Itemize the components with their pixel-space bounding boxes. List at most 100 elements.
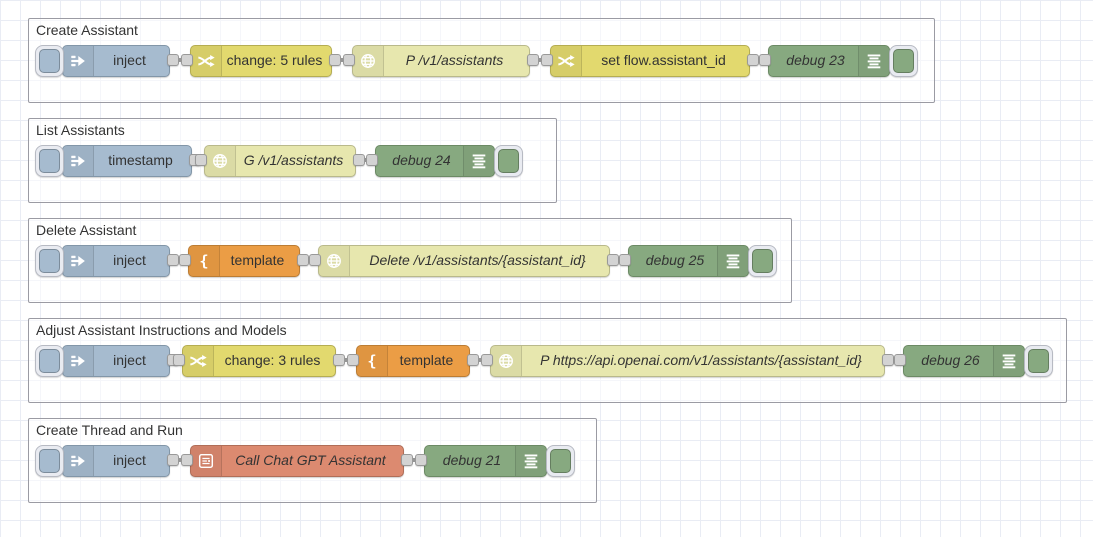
button-fill (550, 449, 571, 473)
inject-button[interactable] (35, 145, 64, 177)
shuffle-icon (551, 46, 582, 76)
button-fill (498, 149, 519, 173)
input-port[interactable] (173, 354, 185, 366)
inject-button[interactable] (35, 245, 64, 277)
button-fill (893, 49, 914, 73)
node-label: template (399, 352, 454, 368)
group-title: Create Assistant (36, 22, 138, 38)
inject-button[interactable] (35, 345, 64, 377)
button-fill (39, 449, 60, 473)
input-port[interactable] (366, 154, 378, 166)
output-port[interactable] (167, 454, 179, 466)
input-port[interactable] (195, 154, 207, 166)
node-label: inject (113, 452, 146, 468)
brace-icon: { (189, 246, 220, 276)
globe-icon (491, 346, 522, 376)
node-change-3-rules[interactable]: change: 3 rules (173, 345, 345, 377)
input-port[interactable] (181, 454, 193, 466)
node-label: set flow.assistant_id (601, 52, 726, 68)
globe-icon (319, 246, 350, 276)
svg-text:{: { (199, 252, 208, 270)
input-port[interactable] (541, 54, 553, 66)
wire[interactable] (528, 58, 550, 62)
node-delete-v1-assistants-assistant-id[interactable]: Delete /v1/assistants/{assistant_id} (309, 245, 619, 277)
input-port[interactable] (347, 354, 359, 366)
input-port[interactable] (415, 454, 427, 466)
button-fill (39, 349, 60, 373)
output-port[interactable] (353, 154, 365, 166)
node-label: change: 5 rules (226, 52, 323, 68)
debug-toggle-button[interactable] (494, 145, 523, 177)
group-title: Delete Assistant (36, 222, 137, 238)
node-label: inject (113, 352, 146, 368)
node-label: G /v1/assistants (243, 152, 344, 168)
node-label: debug 25 (645, 252, 705, 268)
input-port[interactable] (619, 254, 631, 266)
output-port[interactable] (167, 54, 179, 66)
node-template[interactable]: {template (179, 245, 309, 277)
debug-toggle-button[interactable] (889, 45, 918, 77)
node-debug-24[interactable]: debug 24 (366, 145, 523, 177)
node-timestamp[interactable]: timestamp (35, 145, 201, 177)
output-port[interactable] (607, 254, 619, 266)
debug-toggle-button[interactable] (1024, 345, 1053, 377)
node-p-v1-assistants[interactable]: P /v1/assistants (343, 45, 539, 77)
node-inject[interactable]: inject (35, 45, 179, 77)
node-label: debug 23 (786, 52, 845, 68)
button-fill (752, 249, 773, 273)
node-label: debug 21 (442, 452, 502, 468)
output-port[interactable] (167, 254, 179, 266)
node-g-v1-assistants[interactable]: G /v1/assistants (195, 145, 365, 177)
node-label: debug 24 (392, 152, 451, 168)
output-port[interactable] (882, 354, 894, 366)
wire[interactable] (168, 458, 190, 462)
output-port[interactable] (747, 54, 759, 66)
debug-toggle-button[interactable] (546, 445, 575, 477)
node-change-5-rules[interactable]: change: 5 rules (181, 45, 341, 77)
svg-text:{: { (367, 352, 376, 370)
node-inject[interactable]: inject (35, 345, 179, 377)
node-template[interactable]: { template (347, 345, 479, 377)
debug-icon (515, 446, 546, 476)
group-title: List Assistants (36, 122, 125, 138)
shuffle-icon (183, 346, 214, 376)
output-port[interactable] (297, 254, 309, 266)
button-fill (1028, 349, 1049, 373)
wire[interactable] (402, 458, 424, 462)
node-label: debug 26 (921, 352, 980, 368)
input-port[interactable] (759, 54, 771, 66)
debug-toggle-button[interactable] (748, 245, 777, 277)
node-set-flow-assistant-id[interactable]: set flow.assistant_id (541, 45, 759, 77)
node-debug-26[interactable]: debug 26 (894, 345, 1053, 377)
wire[interactable] (468, 358, 490, 362)
input-port[interactable] (343, 54, 355, 66)
inject-icon (63, 446, 94, 476)
node-call-chat-gpt-assistant[interactable]: Call Chat GPT Assistant (181, 445, 413, 477)
wire[interactable] (334, 358, 356, 362)
debug-icon (993, 346, 1024, 376)
debug-icon (858, 46, 889, 76)
input-port[interactable] (181, 54, 193, 66)
debug-icon (463, 146, 494, 176)
node-debug-25[interactable]: debug 25 (619, 245, 777, 277)
node-inject[interactable]: inject (35, 245, 179, 277)
node-p-https-api-openai-com-v1-assistants-assistant-id[interactable]: P https://api.openai.com/v1/assistants/{… (481, 345, 894, 377)
input-port[interactable] (309, 254, 321, 266)
input-port[interactable] (179, 254, 191, 266)
output-port[interactable] (401, 454, 413, 466)
output-port[interactable] (467, 354, 479, 366)
output-port[interactable] (527, 54, 539, 66)
button-fill (39, 49, 60, 73)
node-inject[interactable]: inject (35, 445, 179, 477)
input-port[interactable] (894, 354, 906, 366)
inject-button[interactable] (35, 45, 64, 77)
input-port[interactable] (481, 354, 493, 366)
wire[interactable] (168, 58, 190, 62)
node-debug-23[interactable]: debug 23 (759, 45, 918, 77)
output-port[interactable] (333, 354, 345, 366)
output-port[interactable] (329, 54, 341, 66)
wire[interactable] (330, 58, 352, 62)
node-debug-21[interactable]: debug 21 (415, 445, 575, 477)
inject-button[interactable] (35, 445, 64, 477)
